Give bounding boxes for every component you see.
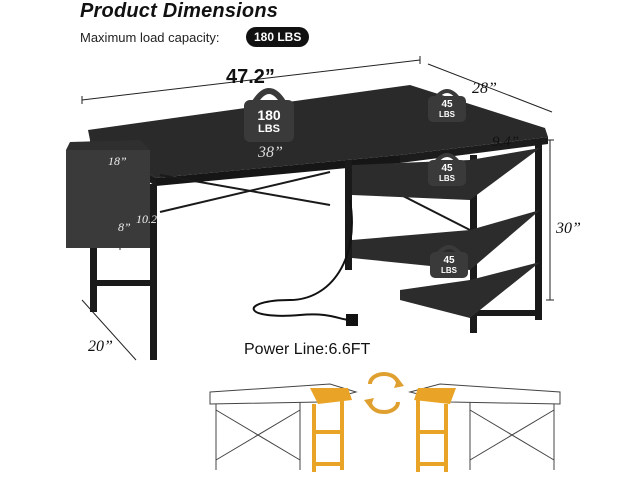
weight-mid-label: 45 LBS	[437, 164, 457, 184]
swap-arrows-icon	[364, 372, 404, 414]
load-capacity-badge: 180 LBS	[246, 27, 310, 47]
weight-main-unit: LBS	[258, 123, 280, 135]
weight-mid-unit: LBS	[439, 174, 455, 183]
power-plug-icon	[346, 314, 358, 326]
page-title: Product Dimensions	[80, 0, 279, 22]
overall-length-label: 47.2”	[226, 66, 275, 88]
shelf-low	[400, 262, 540, 318]
shelf-mid	[352, 210, 540, 270]
bag-height-label: 8”	[118, 220, 131, 234]
weight-mid-value: 45	[441, 163, 453, 174]
weight-top-label: 45 LBS	[437, 100, 457, 120]
weight-main-value: 180	[257, 107, 281, 123]
load-capacity-label: Maximum load capacity:	[80, 30, 220, 45]
bag-width-label: 18”	[108, 154, 127, 168]
config-left-shelf	[310, 388, 352, 472]
height-label: 30”	[556, 220, 581, 237]
inner-length-label: 38”	[258, 144, 283, 161]
weight-top-unit: LBS	[439, 110, 455, 119]
power-cord	[252, 199, 353, 321]
weight-low-unit: LBS	[441, 266, 457, 275]
side-depth-label: 28”	[472, 80, 497, 97]
bag-depth-label: 10.2	[136, 212, 157, 226]
storage-bag	[66, 150, 150, 248]
weight-low-value: 45	[443, 255, 455, 266]
config-right-shelf	[414, 388, 456, 472]
weight-top-value: 45	[441, 99, 453, 110]
weight-main-label: 180 LBS	[256, 108, 282, 136]
power-line-label: Power Line:6.6FT	[244, 341, 371, 358]
leg-depth-label: 20”	[88, 338, 113, 355]
weight-icon	[430, 245, 468, 278]
weight-icon	[428, 153, 466, 186]
top-depth-label: 9.4”	[492, 134, 520, 150]
weight-icon	[244, 88, 294, 142]
weight-icon	[428, 89, 466, 122]
weight-low-label: 45 LBS	[439, 256, 459, 276]
